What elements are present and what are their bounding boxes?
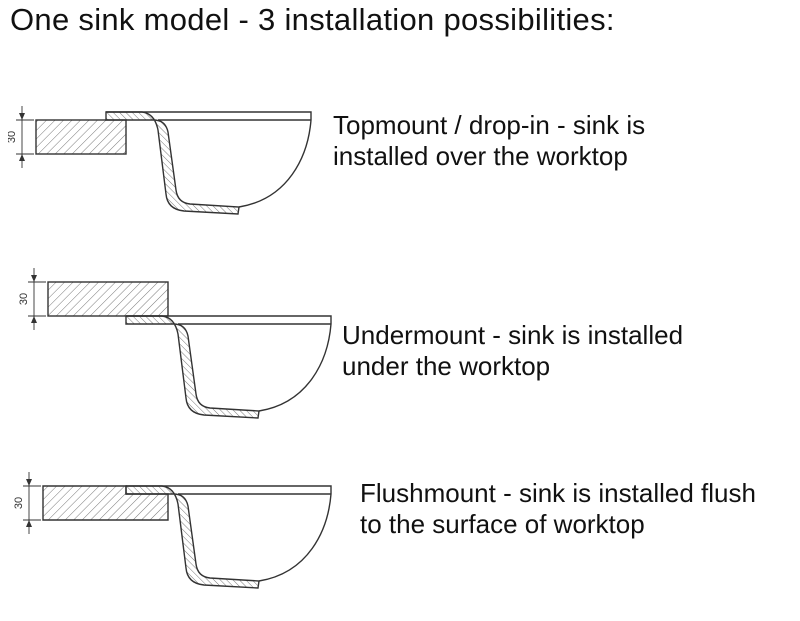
page-title: One sink model - 3 installation possibil… — [10, 2, 615, 37]
arrowhead-icon — [19, 154, 25, 161]
caption-flushmount: Flushmount - sink is installed flush to … — [360, 478, 756, 540]
dimension-value: 30 — [13, 497, 25, 509]
dimension-value: 30 — [18, 293, 30, 305]
dimension-annotation: 30 — [13, 472, 41, 534]
flushmount-drawing: 30 — [13, 472, 332, 589]
worktop-section — [47, 281, 169, 317]
dimension-value: 30 — [8, 131, 18, 143]
sink-outline — [126, 315, 332, 412]
caption-undermount: Undermount - sink is installed under the… — [342, 320, 684, 382]
sink-wall-cut — [125, 315, 260, 419]
sink-section — [125, 485, 332, 589]
arrowhead-icon — [31, 316, 37, 323]
dimension-annotation: 30 — [8, 106, 34, 168]
arrowhead-icon — [19, 113, 25, 120]
topmount-drawing: 30 — [8, 106, 312, 215]
worktop-section — [35, 119, 127, 155]
sink-outline — [126, 485, 332, 582]
dimension-annotation: 30 — [18, 268, 46, 330]
arrowhead-icon — [26, 479, 32, 486]
sink-section — [125, 315, 332, 419]
arrowhead-icon — [31, 275, 37, 282]
undermount-drawing: 30 — [18, 268, 332, 419]
sink-outline — [106, 111, 312, 208]
sink-section — [105, 111, 312, 215]
arrowhead-icon — [26, 520, 32, 527]
caption-topmount: Topmount / drop-in - sink is installed o… — [333, 110, 646, 172]
